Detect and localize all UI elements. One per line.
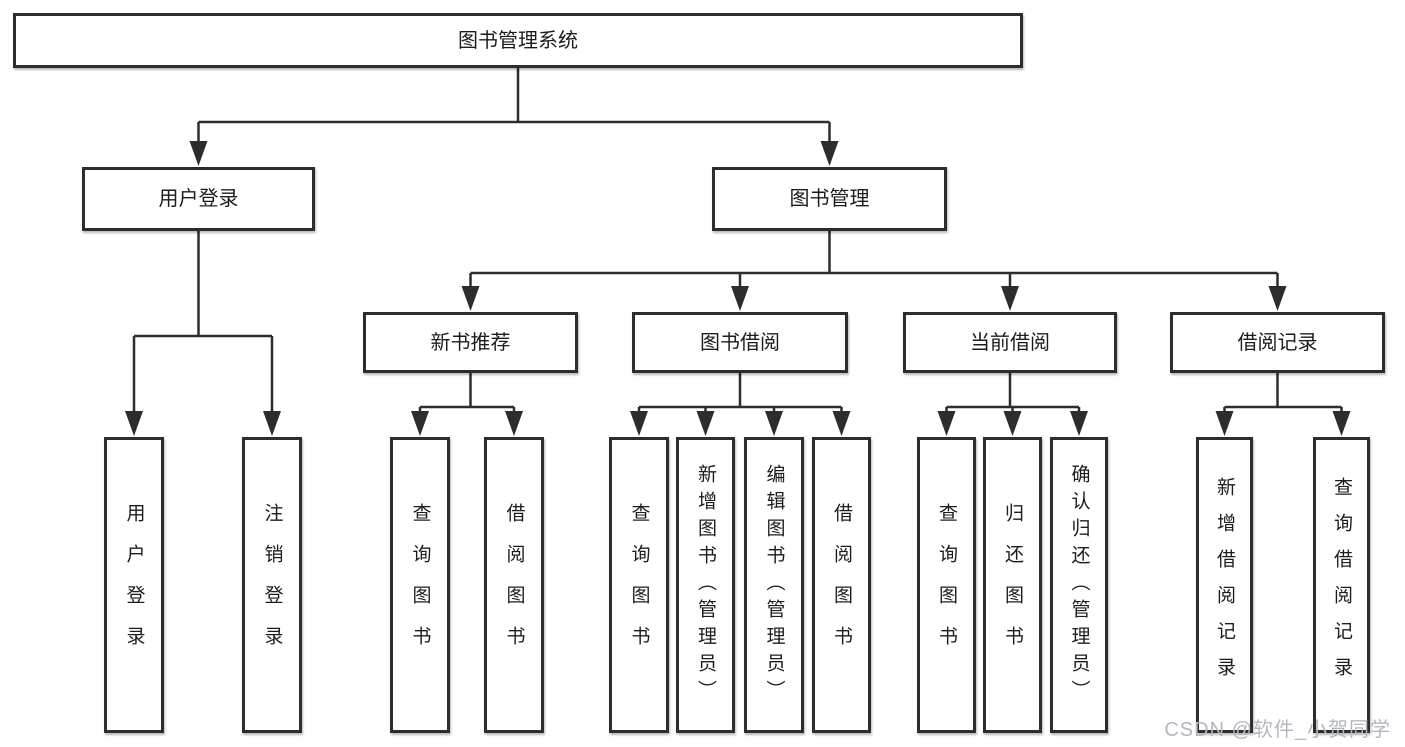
node-current-borrow: 当前借阅 xyxy=(903,312,1117,373)
node-root: 图书管理系统 xyxy=(13,13,1023,68)
node-label-leaf-query-book-bor: 查询图书 xyxy=(628,503,650,667)
node-label-leaf-query-record: 查询借阅记录 xyxy=(1331,477,1352,693)
arrowhead-icon xyxy=(820,141,839,166)
arrowhead-icon xyxy=(189,141,208,166)
node-leaf-return-book: 归还图书 xyxy=(983,437,1042,733)
node-leaf-add-book: 新增图书（管理员） xyxy=(676,437,735,733)
node-label-leaf-query-book-cur: 查询图书 xyxy=(936,503,957,667)
node-label-book-borrow: 图书借阅 xyxy=(700,331,780,354)
arrowhead-icon xyxy=(1215,411,1234,436)
watermark: CSDN @软件_小贺同学 xyxy=(1164,719,1391,741)
node-label-leaf-borrow-book: 借阅图书 xyxy=(831,503,852,667)
node-leaf-logout: 注销登录 xyxy=(242,437,302,733)
node-label-leaf-add-book: 新增图书（管理员） xyxy=(695,463,716,707)
node-label-user-login: 用户登录 xyxy=(158,188,239,210)
arrowhead-icon xyxy=(461,286,480,311)
node-label-root: 图书管理系统 xyxy=(458,29,578,52)
arrowhead-icon xyxy=(263,411,281,436)
node-leaf-borrow-book-rec: 借阅图书 xyxy=(484,437,544,733)
node-new-book-rec: 新书推荐 xyxy=(363,312,578,373)
arrowhead-icon xyxy=(411,411,429,436)
node-label-leaf-user-login: 用户登录 xyxy=(123,503,145,667)
node-label-leaf-return-book: 归还图书 xyxy=(1002,503,1023,667)
arrowhead-icon xyxy=(1001,286,1019,311)
arrowhead-icon xyxy=(1070,411,1088,436)
arrowhead-icon xyxy=(1332,411,1351,436)
arrowhead-icon xyxy=(1003,411,1022,436)
node-book-borrow: 图书借阅 xyxy=(632,312,848,373)
node-leaf-borrow-book: 借阅图书 xyxy=(812,437,871,733)
node-leaf-query-book-bor: 查询图书 xyxy=(609,437,669,733)
node-label-leaf-logout: 注销登录 xyxy=(261,503,283,667)
arrowhead-icon xyxy=(765,411,783,436)
arrowhead-icon xyxy=(505,411,523,436)
node-label-leaf-query-book-rec: 查询图书 xyxy=(409,503,431,667)
arrowhead-icon xyxy=(1268,286,1287,311)
node-leaf-add-record: 新增借阅记录 xyxy=(1196,437,1253,733)
node-label-current-borrow: 当前借阅 xyxy=(970,331,1050,354)
arrowhead-icon xyxy=(125,411,143,436)
arrowhead-icon xyxy=(696,411,715,436)
arrowhead-icon xyxy=(630,411,648,436)
node-leaf-user-login: 用户登录 xyxy=(104,437,164,733)
node-leaf-edit-book: 编辑图书（管理员） xyxy=(744,437,804,733)
node-leaf-confirm-return: 确认归还（管理员） xyxy=(1050,437,1108,733)
node-label-leaf-edit-book: 编辑图书（管理员） xyxy=(763,463,785,707)
node-label-leaf-add-record: 新增借阅记录 xyxy=(1214,477,1235,693)
node-user-login: 用户登录 xyxy=(82,167,315,231)
arrowhead-icon xyxy=(832,411,851,436)
node-label-book-mgmt: 图书管理 xyxy=(789,188,870,210)
node-borrow-records: 借阅记录 xyxy=(1170,312,1385,373)
node-leaf-query-book-rec: 查询图书 xyxy=(390,437,450,733)
arrowhead-icon xyxy=(937,411,956,436)
node-label-borrow-records: 借阅记录 xyxy=(1237,331,1318,354)
node-book-mgmt: 图书管理 xyxy=(712,167,947,231)
node-label-leaf-borrow-book-rec: 借阅图书 xyxy=(503,503,525,667)
node-label-leaf-confirm-return: 确认归还（管理员） xyxy=(1068,463,1090,707)
node-label-new-book-rec: 新书推荐 xyxy=(430,331,511,354)
node-leaf-query-record: 查询借阅记录 xyxy=(1313,437,1370,733)
node-leaf-query-book-cur: 查询图书 xyxy=(917,437,976,733)
arrowhead-icon xyxy=(731,286,749,311)
